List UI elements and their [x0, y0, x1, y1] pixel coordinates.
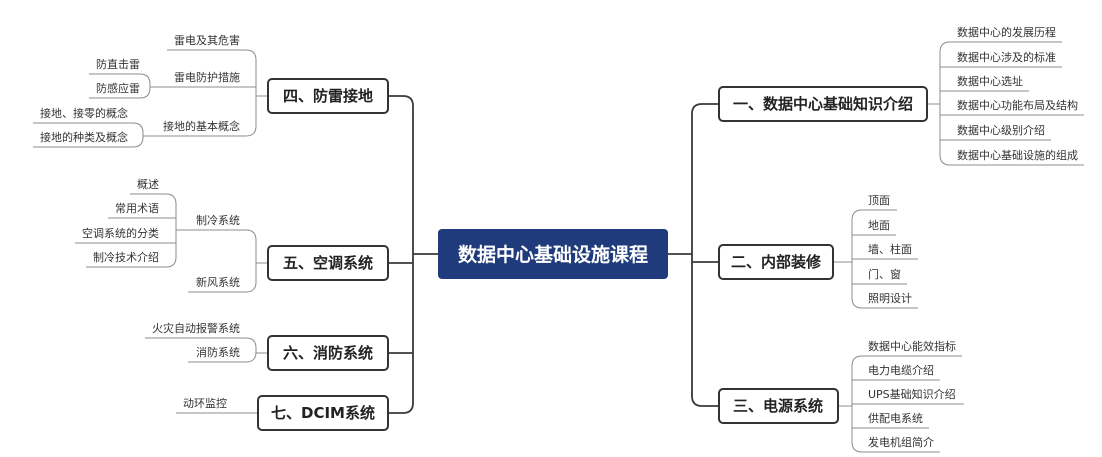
main-topic-label: 六、消防系统: [283, 344, 373, 362]
subtopic: 新风系统: [196, 275, 240, 289]
sub-subtopic: 接地、接零的概念: [40, 106, 128, 120]
subtopic: 动环监控: [183, 396, 227, 410]
subtopic: 数据中心涉及的标准: [957, 50, 1056, 64]
main-topic-box: [718, 244, 834, 280]
main-topic-box: [718, 86, 928, 122]
subtopic: 数据中心能效指标: [868, 339, 956, 353]
central-topic: 数据中心基础设施课程: [438, 229, 668, 279]
subtopic: 火灾自动报警系统: [152, 321, 240, 335]
subtopic: 消防系统: [196, 345, 240, 359]
sub-subtopic: 防直击雷: [96, 57, 140, 71]
connector-line: [145, 337, 257, 363]
main-topic-box: [267, 335, 389, 371]
subtopic: 数据中心基础设施的组成: [957, 148, 1078, 162]
main-topic-label: 二、内部装修: [731, 253, 822, 271]
subtopic: 电力电缆介绍: [868, 363, 934, 377]
main-topic-box: [257, 395, 389, 431]
trunk-connectors: [388, 95, 719, 414]
main-topic-label: 三、电源系统: [733, 397, 823, 415]
subtopic: 制冷系统: [196, 214, 240, 227]
subtopic: 雷电及其危害: [174, 33, 240, 47]
sub-subtopic: 制冷技术介绍: [93, 250, 159, 264]
main-topic-box: [267, 78, 389, 114]
main-topic-box: [718, 388, 839, 424]
sub-subtopic: 概述: [137, 178, 159, 191]
connector-line: [691, 103, 719, 407]
subtopic: 门、窗: [868, 267, 901, 281]
subtopic: 供配电系统: [868, 411, 923, 425]
main-topic-dcim: 七、DCIM系统 动环监控: [176, 395, 389, 431]
central-topic-label: 数据中心基础设施课程: [458, 243, 648, 266]
subtopic: 数据中心级别介绍: [957, 123, 1045, 137]
connector-line: [86, 193, 177, 268]
main-topic-label: 一、数据中心基础知识介绍: [733, 95, 913, 113]
main-topic-air-conditioning: 五、空调系统 制冷系统 新风系统 概述 常用术语 空调系统的分类 制冷技术介绍: [75, 178, 389, 293]
subtopic: 数据中心功能布局及结构: [957, 98, 1078, 112]
connector-line: [89, 73, 151, 99]
subtopic: 地面: [868, 219, 890, 232]
main-topic-label: 五、空调系统: [283, 254, 373, 272]
main-topic-label: 七、DCIM系统: [271, 404, 375, 422]
subtopic: 接地的基本概念: [163, 119, 240, 133]
sub-subtopic: 空调系统的分类: [82, 226, 159, 240]
central-topic-box: [438, 229, 668, 279]
subtopic: 顶面: [868, 194, 890, 207]
subtopic: 发电机组简介: [868, 435, 934, 449]
subtopic: 数据中心选址: [957, 74, 1023, 88]
subtopic: 照明设计: [868, 292, 912, 305]
main-topic-interior-decoration: 二、内部装修 顶面 地面 墙、柱面 门、窗 照明设计: [718, 194, 918, 309]
sub-subtopic: 接地的种类及概念: [40, 130, 128, 144]
subtopic: 雷电防护措施: [174, 70, 240, 84]
main-topic-label: 四、防雷接地: [283, 87, 373, 105]
connector-line: [188, 229, 257, 293]
main-topic-power-system: 三、电源系统 数据中心能效指标 电力电缆介绍 UPS基础知识介绍 供配电系统 发…: [718, 339, 964, 453]
sub-subtopic: 常用术语: [115, 202, 159, 215]
connector-line: [33, 122, 144, 148]
main-topic-lightning-protection: 四、防雷接地 雷电及其危害 雷电防护措施 接地的基本概念 防直击雷 防感应雷 接…: [33, 33, 389, 148]
connector-line: [939, 41, 1084, 166]
subtopic: UPS基础知识介绍: [868, 387, 956, 401]
subtopic: 数据中心的发展历程: [957, 25, 1056, 39]
sub-subtopic: 防感应雷: [96, 81, 140, 95]
main-topic-fire-protection: 六、消防系统 火灾自动报警系统 消防系统: [145, 321, 389, 371]
main-topic-box: [267, 245, 389, 281]
subtopic: 墙、柱面: [868, 242, 912, 256]
connector-line: [388, 95, 414, 414]
connector-line: [156, 49, 257, 137]
main-topic-basic-knowledge: 一、数据中心基础知识介绍 数据中心的发展历程 数据中心涉及的标准 数据中心选址 …: [718, 25, 1084, 166]
